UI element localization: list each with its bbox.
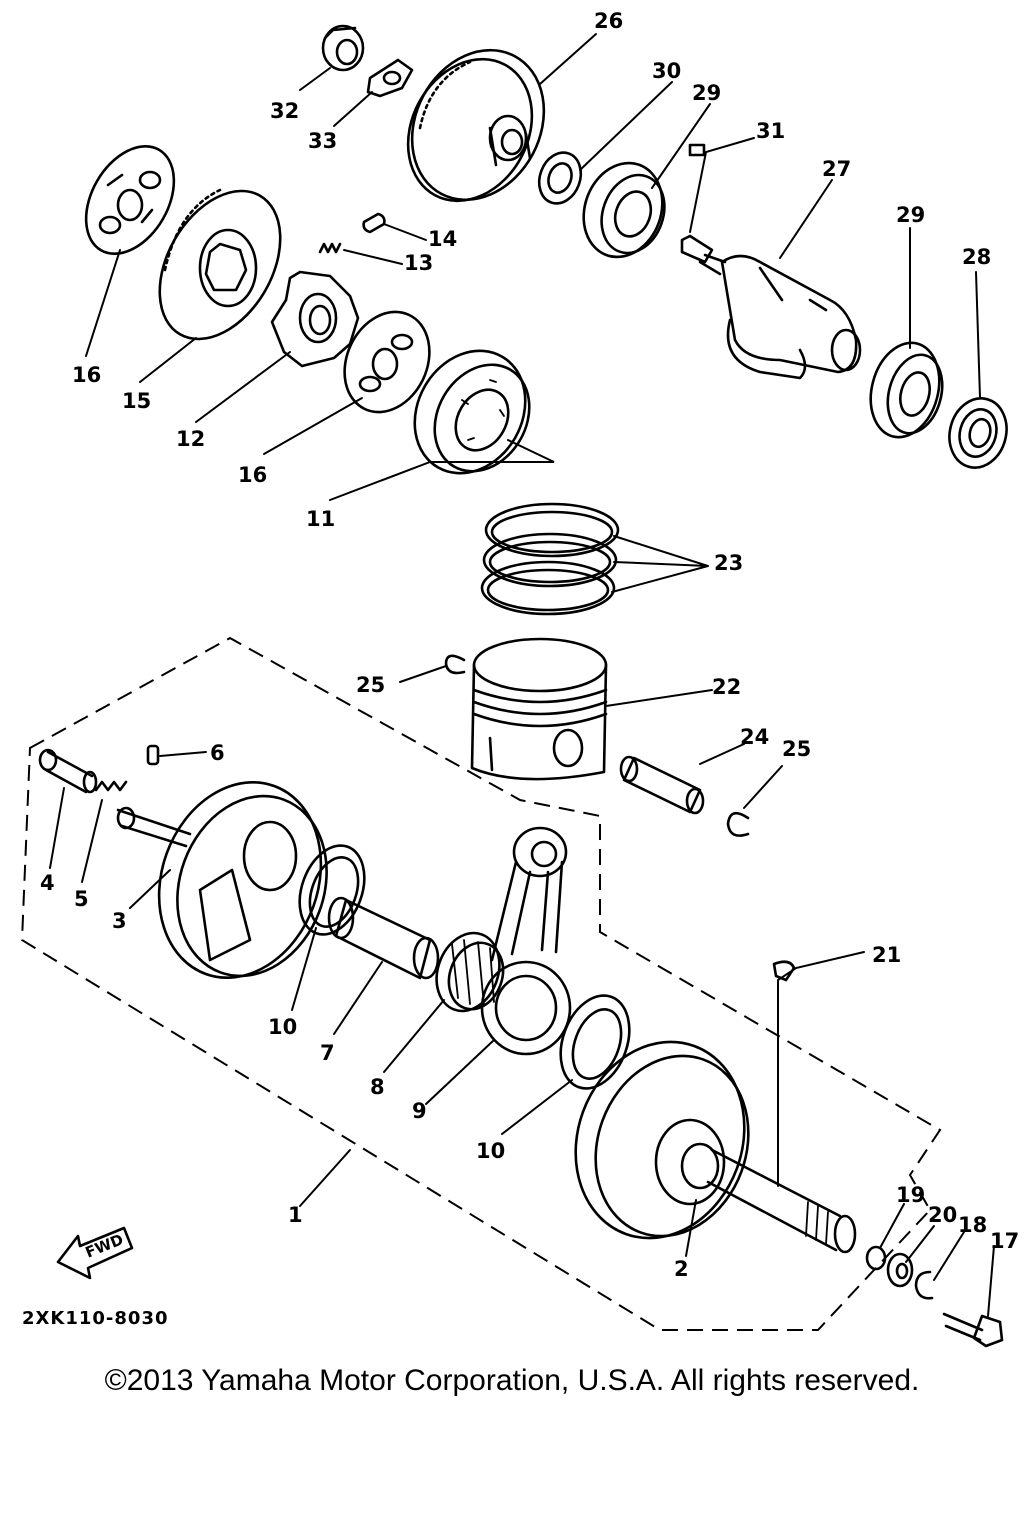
part-20-washer [886, 1252, 914, 1288]
part-29-bearing-lower [869, 341, 944, 439]
exploded-view-drawing: FWD [20, 9, 1019, 1348]
callout-28: 28 [962, 245, 991, 269]
callout-2: 2 [674, 1257, 689, 1281]
part-7-crank-pin [327, 896, 440, 980]
part-19-o-ring [865, 1245, 887, 1271]
part-24-piston-pin [619, 755, 705, 815]
callout-4: 4 [40, 871, 55, 895]
callout-23: 23 [714, 551, 743, 575]
callout-19: 19 [896, 1183, 925, 1207]
callout-9: 9 [412, 1099, 427, 1123]
part-5-spring [94, 780, 128, 792]
part-9-connecting-rod [480, 826, 572, 1056]
leader-lines [49, 33, 995, 1317]
fwd-arrow-icon: FWD [56, 1226, 134, 1280]
callout-13: 13 [404, 251, 433, 275]
callout-14: 14 [428, 227, 457, 251]
callout-24: 24 [740, 725, 769, 749]
part-3-crank-left [116, 781, 328, 979]
callout-15: 15 [122, 389, 151, 413]
part-18-circlip [914, 1270, 934, 1300]
callout-26: 26 [594, 9, 623, 33]
callout-29-upper: 29 [692, 81, 721, 105]
part-11-bearing [413, 349, 531, 475]
callout-3: 3 [112, 909, 127, 933]
callout-31: 31 [756, 119, 785, 143]
part-29-bearing-upper [582, 161, 666, 259]
part-14-pin [362, 212, 386, 234]
diagram-code: 2XK110-8030 [22, 1308, 169, 1329]
part-6-key [146, 744, 160, 766]
callout-12: 12 [176, 427, 205, 451]
callout-16-lower: 16 [238, 463, 267, 487]
callout-21: 21 [872, 943, 901, 967]
callout-32: 32 [270, 99, 299, 123]
callout-6: 6 [210, 741, 225, 765]
part-2-crank-right [574, 1040, 857, 1254]
part-10-washer-left [298, 844, 366, 936]
part-31-key [688, 143, 706, 157]
part-13-spring [318, 242, 342, 254]
callout-25-right: 25 [782, 737, 811, 761]
callout-10-right: 10 [476, 1139, 505, 1163]
part-22-piston [470, 637, 608, 781]
callout-18: 18 [958, 1213, 987, 1237]
part-27-balancer-shaft [680, 234, 862, 380]
callout-17: 17 [990, 1229, 1019, 1253]
part-33-lock-washer [366, 58, 414, 98]
copyright-notice: ©2013 Yamaha Motor Corporation, U.S.A. A… [104, 1364, 920, 1397]
callout-30: 30 [652, 59, 681, 83]
callout-25-left: 25 [356, 673, 385, 697]
part-16-plate-lower [343, 310, 431, 414]
part-30-washer [537, 151, 583, 205]
callout-29-lower: 29 [896, 203, 925, 227]
part-17-bolt [942, 1312, 1004, 1348]
part-25-clip-right [726, 811, 750, 837]
callout-7: 7 [320, 1041, 335, 1065]
part-21-key [772, 960, 796, 982]
callout-8: 8 [370, 1075, 385, 1099]
part-28-oil-seal [948, 397, 1008, 469]
part-4-plunger [38, 748, 98, 794]
callout-20: 20 [928, 1203, 957, 1227]
part-32-nut [321, 24, 365, 72]
part-12-starter-clutch [270, 270, 360, 368]
part-15-starter-wheel-gear [158, 188, 282, 341]
part-25-clip-left [444, 654, 466, 675]
part-23-piston-rings [480, 502, 620, 616]
callout-10-left: 10 [268, 1015, 297, 1039]
callout-1: 1 [288, 1203, 303, 1227]
part-16-plate-upper [84, 144, 176, 256]
callout-11: 11 [306, 507, 335, 531]
callout-27: 27 [822, 157, 851, 181]
callout-33: 33 [308, 129, 337, 153]
part-26-balancer-gear [406, 48, 546, 203]
part-8-needle-bearing [435, 931, 505, 1013]
callout-labels: 26 30 29 31 27 29 28 32 33 16 15 12 16 1… [40, 9, 1019, 1281]
callout-16-upper: 16 [72, 363, 101, 387]
callout-22: 22 [712, 675, 741, 699]
crankshaft-assembly-outline [20, 636, 942, 1331]
callout-5: 5 [74, 887, 89, 911]
